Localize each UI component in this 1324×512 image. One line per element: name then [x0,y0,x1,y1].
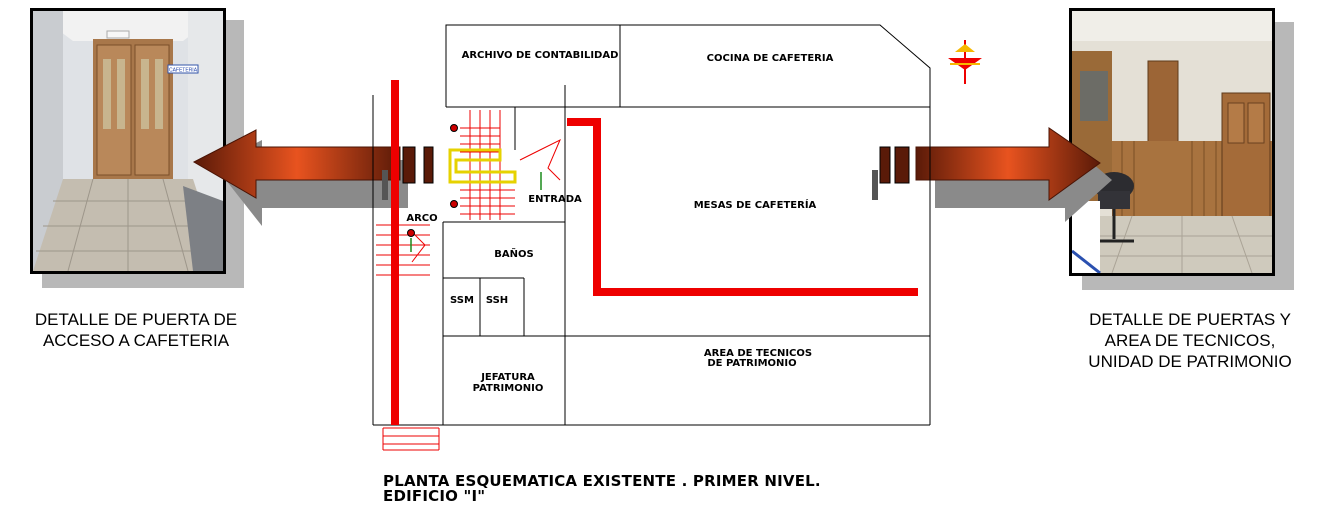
right-caption-line2: AREA DE TECNICOS, [1104,331,1276,350]
right-photo-caption: DETALLE DE PUERTAS Y AREA DE TECNICOS, U… [1056,309,1324,372]
room-entrada-label: ENTRADA [528,194,582,205]
room-tecnicos-label-1: AREA DE TECNICOS [704,348,812,359]
room-ssh-label: SSH [486,295,508,306]
left-door-markers [382,146,434,200]
room-cocina-label: COCINA DE CAFETERIA [707,53,834,64]
room-tecnicos-label-2: DE PATRIMONIO [707,358,796,369]
right-caption-line3: UNIDAD DE PATRIMONIO [1088,352,1292,371]
room-archivo-label: ARCHIVO DE CONTABILIDAD [462,50,619,61]
room-jefatura-label-1: JEFATURA [480,372,535,383]
right-photo-tecnicos-area [1069,8,1275,276]
plan-title-line2: EDIFICIO "I" [383,487,486,505]
room-mesas-label: MESAS DE CAFETERÍA [694,198,817,211]
right-caption-line1: DETALLE DE PUERTAS Y [1089,310,1291,329]
door-sign-text: CAFETERIA [169,68,198,74]
room-ssm-label: SSM [450,295,474,306]
north-arrow-icon [948,40,982,84]
yellow-counter [448,148,517,184]
left-caption-line1: DETALLE DE PUERTA DE [34,310,238,329]
left-arrow [192,129,408,226]
left-photo-caption: DETALLE DE PUERTA DE ACCESO A CAFETERIA [0,309,272,351]
left-caption-line2: ACCESO A CAFETERIA [42,331,230,350]
room-arco-label: ARCO [406,213,437,224]
stairs [376,110,561,451]
room-banos-label: BAÑOS [494,247,533,260]
plan-title: PLANTA ESQUEMATICA EXISTENTE . PRIMER NI… [383,474,821,504]
room-jefatura-label-2: PATRIMONIO [473,383,544,394]
right-arrow [915,127,1112,222]
evacuation-route [391,80,918,425]
right-door-markers [872,146,910,200]
left-photo-cafeteria-door: CAFETERIA [30,8,226,274]
building-walls [372,24,931,426]
plan-title-line1: PLANTA ESQUEMATICA EXISTENTE . PRIMER NI… [383,472,821,490]
